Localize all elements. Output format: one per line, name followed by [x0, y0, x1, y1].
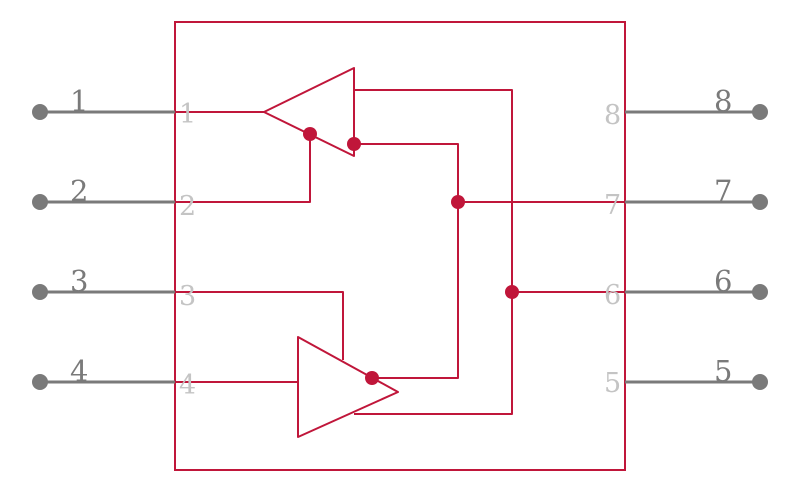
pin-number-outer: 7 — [714, 174, 732, 208]
pin-number-inner: 6 — [604, 280, 621, 311]
pin-endpoint[interactable] — [752, 284, 768, 300]
pin-number-inner: 5 — [604, 368, 621, 399]
pin-number-outer: 5 — [714, 354, 732, 388]
junction-dot — [303, 127, 317, 141]
pin-number-inner: 7 — [604, 190, 621, 221]
wire-amp-upper-feedback — [354, 89, 513, 415]
pin-endpoint[interactable] — [32, 194, 48, 210]
pin-number-inner: 3 — [179, 281, 196, 312]
pin-number-inner: 1 — [179, 99, 196, 130]
pin-3[interactable]: 3 3 — [32, 264, 196, 312]
ic-body — [174, 21, 626, 471]
pin-1[interactable]: 1 1 — [32, 84, 196, 130]
wire-amp-upper-pin7 — [354, 143, 459, 379]
pin-endpoint[interactable] — [32, 284, 48, 300]
pin-7[interactable]: 7 7 — [604, 174, 768, 221]
pin-5[interactable]: 5 5 — [604, 354, 768, 399]
pin-number-outer: 4 — [70, 354, 88, 388]
pin-4[interactable]: 4 4 — [32, 354, 196, 401]
pin-endpoint[interactable] — [752, 194, 768, 210]
wire-pin3-amp-lower — [175, 291, 344, 360]
junction-dot — [451, 195, 465, 209]
pin-endpoint[interactable] — [752, 104, 768, 120]
pin-number-inner: 8 — [604, 100, 621, 131]
pin-number-outer: 2 — [70, 174, 88, 208]
pin-number-inner: 2 — [179, 191, 196, 222]
junction-dot — [347, 137, 361, 151]
wire-pin2-amp-upper — [175, 134, 311, 203]
pin-endpoint[interactable] — [752, 374, 768, 390]
pin-number-outer: 3 — [70, 264, 88, 298]
pin-number-outer: 8 — [714, 84, 732, 118]
pin-8[interactable]: 8 8 — [604, 84, 768, 131]
pin-2[interactable]: 2 2 — [32, 174, 196, 222]
junction-dot — [365, 371, 379, 385]
junction-dot — [505, 285, 519, 299]
internal-circuit — [175, 67, 625, 438]
pin-endpoint[interactable] — [32, 374, 48, 390]
amplifier-lower — [297, 336, 399, 438]
pin-6[interactable]: 6 6 — [604, 264, 768, 311]
junctions — [303, 127, 519, 385]
pin-endpoint[interactable] — [32, 104, 48, 120]
pin-number-outer: 1 — [70, 84, 88, 118]
pin-number-outer: 6 — [714, 264, 732, 298]
pin-number-inner: 4 — [179, 370, 196, 401]
